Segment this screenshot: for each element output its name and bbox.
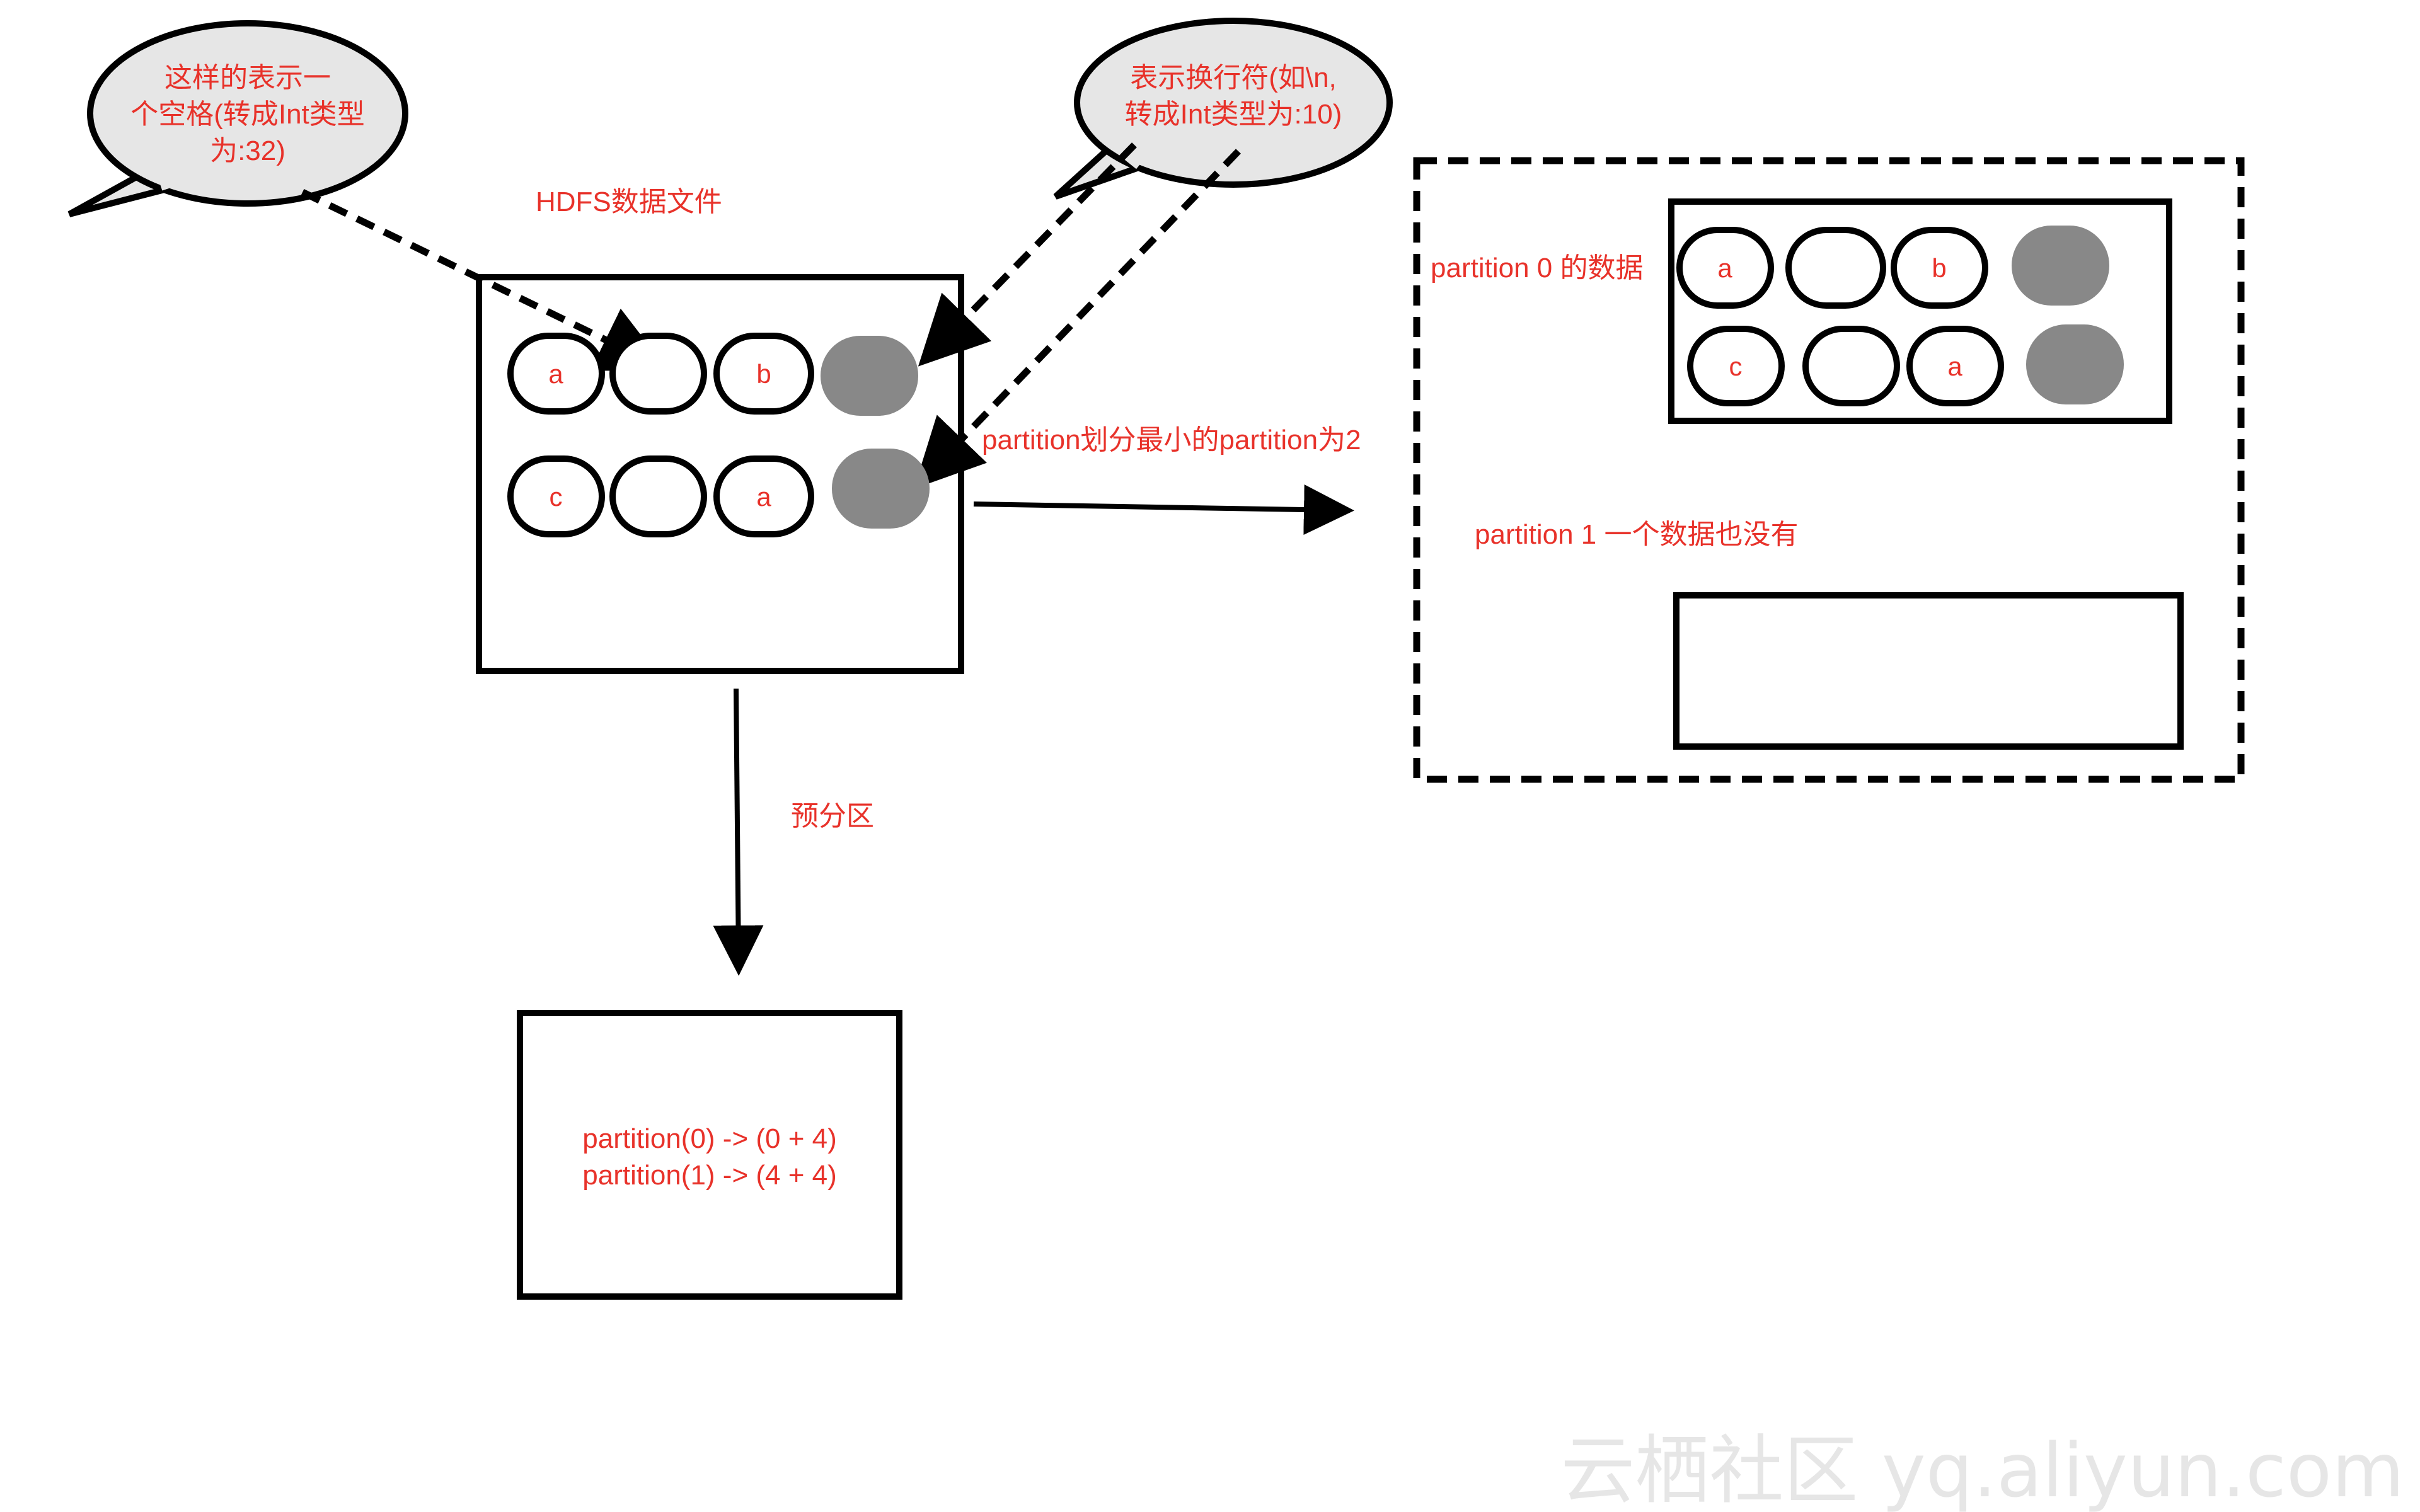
callout-newline: 表示换行符(如\n, 转成Int类型为:10) [1053, 18, 1393, 200]
hdfs-cell-label: b [756, 359, 771, 389]
partition-0-cell-filled [2026, 324, 2124, 404]
arrow-to-presplit [713, 688, 764, 976]
hdfs-cell [507, 333, 605, 415]
callout-space-line-1: 这样的表示一 [164, 62, 331, 93]
partition-0-label: partition 0 的数据 [1431, 253, 1643, 284]
callout-newline-line-1: 表示换行符(如\n, [1130, 62, 1337, 93]
hdfs-cell-filled [832, 449, 930, 529]
callout-newline-line-2: 转成Int类型为:10) [1125, 99, 1342, 130]
hdfs-cell-label: c [550, 482, 563, 512]
partition-0-cell [1676, 227, 1774, 309]
partition-0-row-1: a b [1676, 226, 2109, 309]
dashed-arrow-newline-1 [918, 142, 1137, 367]
callout-space: 这样的表示一 个空格(转成Int类型 为:32) [67, 20, 408, 217]
callout-newline-bubble [1074, 18, 1393, 188]
partition-0-box [1668, 198, 2172, 424]
partition-0-cell-label: c [1729, 352, 1743, 381]
hdfs-file-box [476, 274, 964, 674]
presplit-line-2: partition(1) -> (4 + 4) [582, 1160, 837, 1191]
callout-space-bubble [87, 20, 408, 207]
partition-0-row-2: c a [1687, 324, 2124, 406]
callout-space-line-2: 个空格(转成Int类型 [130, 99, 365, 130]
hdfs-row-1: a b [507, 333, 918, 416]
hdfs-cell [713, 333, 814, 415]
arrow-to-partitions [973, 484, 1354, 536]
watermark: 云栖社区 yq.aliyun.com [1560, 1427, 2404, 1512]
partition-1-label: partition 1 一个数据也没有 [1475, 519, 1798, 550]
hdfs-cell [609, 333, 707, 415]
hdfs-cell-label: a [548, 359, 563, 389]
callout-space-line-3: 为:32) [210, 135, 285, 166]
hdfs-cell-filled [821, 336, 918, 416]
partitions-container [1413, 157, 2245, 783]
hdfs-cell [609, 455, 707, 537]
dashed-arrow-newline-2 [914, 149, 1241, 489]
presplit-line-1: partition(0) -> (0 + 4) [582, 1123, 837, 1154]
partition-0-cell-label: a [1717, 253, 1732, 283]
partition-1-box [1673, 592, 2184, 750]
partition-0-cell [1785, 227, 1886, 309]
partition-0-cell [1687, 326, 1785, 406]
hdfs-cell-label: a [756, 482, 771, 512]
partition-0-cell-filled [2012, 226, 2109, 306]
partition-0-cell [1802, 326, 1900, 406]
hdfs-row-2: c a [507, 449, 930, 537]
presplit-box [517, 1010, 902, 1300]
hdfs-cell [507, 455, 605, 537]
hdfs-cell [713, 455, 814, 537]
partition-0-cell-label: a [1947, 352, 1962, 381]
partition-0-cell-label: b [1932, 253, 1946, 283]
arrow-right-label: partition划分最小的partition为2 [982, 425, 1361, 455]
partition-0-cell [1891, 227, 1988, 309]
hdfs-title: HDFS数据文件 [536, 186, 722, 217]
arrow-down-label: 预分区 [791, 801, 874, 832]
partition-0-cell [1906, 326, 2004, 406]
